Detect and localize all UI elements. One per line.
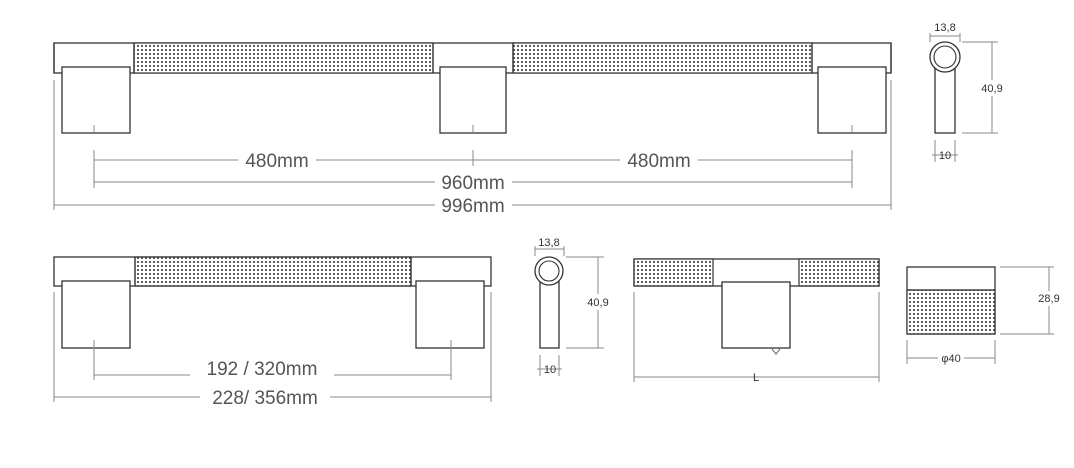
- dim-label-480-right: 480mm: [627, 151, 690, 172]
- small-handle-knurl: [134, 256, 412, 287]
- large-handle-post-middle: [439, 66, 507, 134]
- tbar-dim-length-label: L: [753, 372, 759, 384]
- small-handle-dimensions: 192 / 320mm 228/ 356mm: [53, 292, 492, 409]
- dim-label-192-320: 192 / 320mm: [207, 359, 318, 380]
- large-handle-knurl-right: [512, 42, 813, 74]
- knob-knurl-band: [906, 289, 996, 335]
- small-side-dim-bottom-label: 10: [544, 364, 556, 376]
- small-handle-front-view: [53, 256, 492, 349]
- small-side-inner-circle: [538, 260, 560, 282]
- dim-label-480-left: 480mm: [245, 151, 308, 172]
- tbar-front-view: L: [633, 258, 880, 384]
- tbar-knurl-left: [633, 258, 714, 287]
- knob-dim-height-label: 28,9: [1038, 293, 1059, 305]
- small-side-dim-height-label: 40,9: [587, 297, 608, 309]
- small-handle-post-right: [415, 280, 485, 349]
- large-handle-side-view: 13,8 40,9 10: [929, 22, 1003, 162]
- dim-label-228-356: 228/ 356mm: [212, 388, 318, 409]
- large-handle-post-left: [61, 66, 131, 134]
- large-handle-front-view: [53, 42, 892, 134]
- large-handle-post-right: [817, 66, 887, 134]
- side-dim-top-label: 13,8: [934, 22, 955, 34]
- side-dim-bottom-label: 10: [939, 150, 951, 162]
- dim-label-960: 960mm: [441, 173, 504, 194]
- side-dim-height-label: 40,9: [981, 83, 1002, 95]
- round-knob-side-view: 28,9 φ40: [906, 266, 1060, 365]
- side-bar-inner-circle: [933, 45, 957, 69]
- tbar-post: [721, 281, 791, 349]
- large-handle-dimensions: 480mm 480mm 960mm 996mm: [53, 80, 892, 217]
- knob-dim-diameter-label: φ40: [941, 353, 960, 365]
- small-handle-post-left: [61, 280, 131, 349]
- dim-label-996: 996mm: [441, 196, 504, 217]
- large-handle-knurl-left: [133, 42, 434, 74]
- tbar-knurl-right: [798, 258, 880, 287]
- small-handle-side-view: 13,8 40,9 10: [534, 237, 609, 376]
- small-side-dim-top-label: 13,8: [538, 237, 559, 249]
- tbar-screw-mark: [771, 348, 781, 355]
